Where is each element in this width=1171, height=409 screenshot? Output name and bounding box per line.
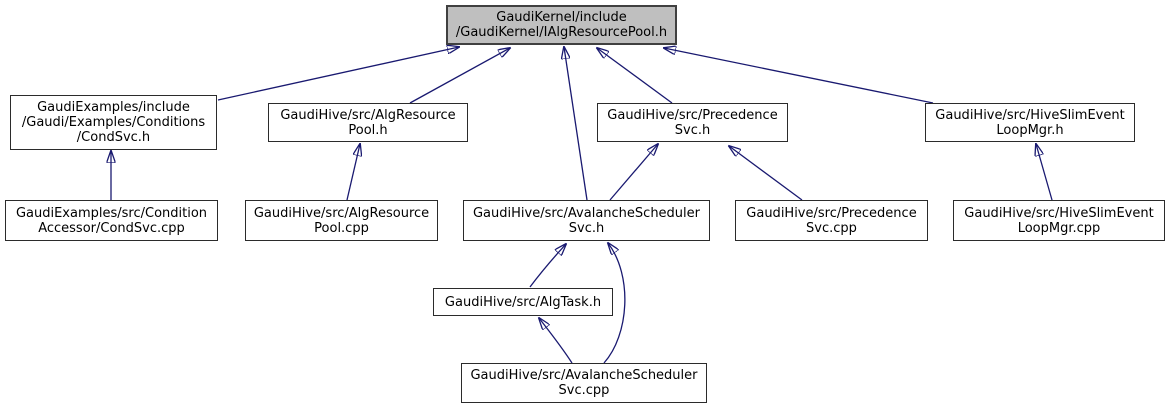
- edge-avalancheschedulersvc-h-to-precedencesvc-h: [609, 144, 658, 201]
- edge-algresourcepool-cpp-to-algresourcepool-h: [346, 144, 360, 201]
- node-avalancheschedulersvc-cpp[interactable]: GaudiHive/src/AvalancheScheduler Svc.cpp: [461, 363, 707, 403]
- node-condsvc-cpp[interactable]: GaudiExamples/src/Condition Accessor/Con…: [5, 200, 218, 241]
- node-hiveslimeventloopmgr-h[interactable]: GaudiHive/src/HiveSlimEvent LoopMgr.h: [925, 103, 1135, 142]
- node-precedencesvc-cpp[interactable]: GaudiHive/src/Precedence Svc.cpp: [735, 200, 928, 241]
- edge-hiveslimeventloopmgr-cpp-to-hiveslimeventloopmgr-h: [1036, 144, 1053, 201]
- node-algtask-h[interactable]: GaudiHive/src/AlgTask.h: [433, 288, 613, 316]
- edge-precedencesvc-h-to-ialgresourcepool-h: [597, 48, 673, 104]
- edge-algresourcepool-h-to-ialgresourcepool-h: [409, 48, 510, 104]
- node-precedencesvc-h[interactable]: GaudiHive/src/Precedence Svc.h: [597, 103, 788, 142]
- edge-avalancheschedulersvc-h-to-ialgresourcepool-h: [564, 47, 588, 201]
- node-avalancheschedulersvc-h[interactable]: GaudiHive/src/AvalancheScheduler Svc.h: [463, 200, 710, 241]
- edge-condsvc-h-to-ialgresourcepool-h: [217, 47, 459, 101]
- node-hiveslimeventloopmgr-cpp[interactable]: GaudiHive/src/HiveSlimEvent LoopMgr.cpp: [953, 200, 1165, 241]
- edge-algtask-h-to-avalancheschedulersvc-h: [529, 244, 566, 288]
- node-algresourcepool-h[interactable]: GaudiHive/src/AlgResource Pool.h: [268, 103, 468, 142]
- edge-hiveslimeventloopmgr-h-to-ialgresourcepool-h: [664, 48, 934, 104]
- node-ialgresourcepool-h[interactable]: GaudiKernel/include /GaudiKernel/IAlgRes…: [446, 5, 677, 45]
- edge-avalancheschedulersvc-cpp-to-algtask-h: [539, 318, 573, 364]
- edge-precedencesvc-cpp-to-precedencesvc-h: [729, 146, 803, 201]
- node-condsvc-h[interactable]: GaudiExamples/include /Gaudi/Examples/Co…: [10, 95, 217, 150]
- edge-avalancheschedulersvc-cpp-to-avalancheschedulersvc-h: [603, 243, 626, 364]
- node-algresourcepool-cpp[interactable]: GaudiHive/src/AlgResource Pool.cpp: [245, 200, 438, 241]
